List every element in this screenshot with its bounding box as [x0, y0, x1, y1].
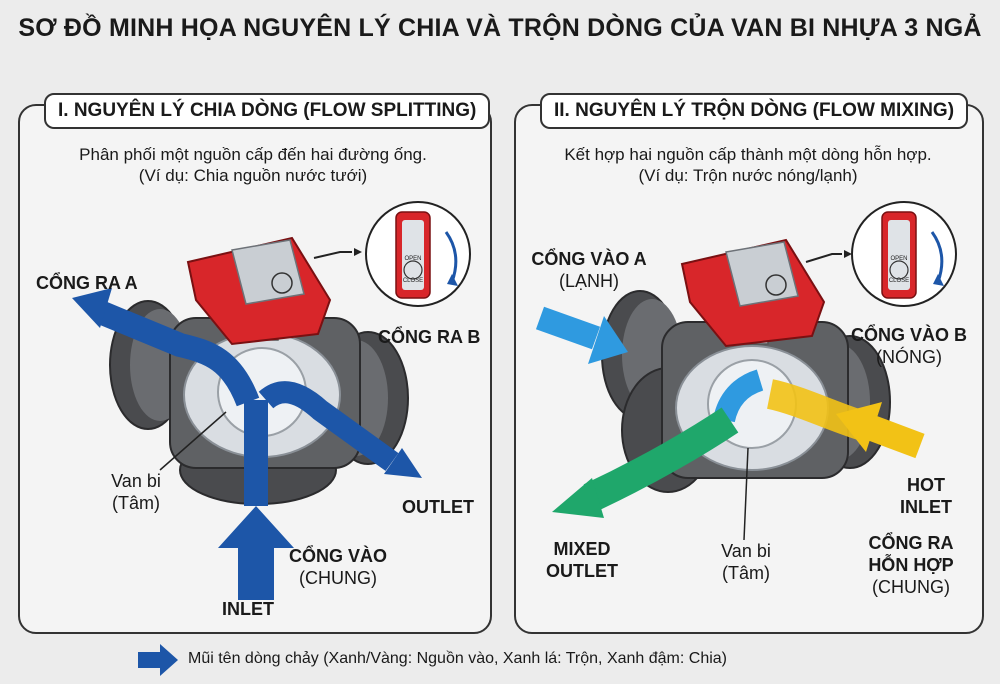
- splitting-heading: I. NGUYÊN LÝ CHIA DÒNG (FLOW SPLITTING): [44, 93, 490, 129]
- mixing-hot-inlet-label: HOT INLET: [890, 474, 962, 518]
- mixing-ball-line2: (Tâm): [704, 562, 788, 584]
- splitting-desc-line2: (Ví dụ: Chia nguồn nước tưới): [30, 165, 476, 186]
- splitting-callout-line: [314, 252, 352, 258]
- splitting-ball-line2: (Tâm): [96, 492, 176, 514]
- mixing-outlet-vi-line3: (CHUNG): [856, 576, 966, 598]
- splitting-outlet-b-label: CỔNG RA B: [378, 326, 480, 348]
- splitting-handle-callout: [366, 202, 470, 306]
- mixing-close-text: CLOSE: [889, 278, 909, 284]
- splitting-outlet-a-label: CỔNG RA A: [36, 272, 138, 294]
- splitting-ball-line1: Van bi: [96, 470, 176, 492]
- mixing-inlet-a-label: CỔNG VÀO A (LẠNH): [524, 248, 654, 292]
- mixing-inlet-b-line1: CỔNG VÀO B: [846, 324, 972, 346]
- mixing-ball-line1: Van bi: [704, 540, 788, 562]
- splitting-description: Phân phối một nguồn cấp đến hai đường ốn…: [30, 144, 476, 186]
- mixing-desc-line2: (Ví dụ: Trộn nước nóng/lạnh): [520, 165, 976, 186]
- mixing-heading: II. NGUYÊN LÝ TRỘN DÒNG (FLOW MIXING): [540, 93, 968, 129]
- mixing-ball-label: Van bi (Tâm): [704, 540, 788, 584]
- mixing-mixed-outlet-line2: OUTLET: [540, 560, 624, 582]
- legend-text: Mũi tên dòng chảy (Xanh/Vàng: Nguồn vào,…: [188, 650, 727, 668]
- mixing-mixed-outlet-label: MIXED OUTLET: [540, 538, 624, 582]
- splitting-inlet-en-label: INLET: [222, 598, 274, 620]
- splitting-inlet-vi-line2: (CHUNG): [286, 567, 390, 589]
- mixing-hot-inlet-line2: INLET: [890, 496, 962, 518]
- mixing-inlet-b-line2: (NÓNG): [846, 346, 972, 368]
- mixing-inlet-a-line2: (LẠNH): [524, 270, 654, 292]
- mixing-outlet-vi-line2: HỖN HỢP: [856, 554, 966, 576]
- splitting-ball-label: Van bi (Tâm): [96, 470, 176, 514]
- splitting-open-text: OPEN: [404, 256, 421, 262]
- mixing-inlet-a-line1: CỔNG VÀO A: [524, 248, 654, 270]
- mixing-desc-line1: Kết hợp hai nguồn cấp thành một dòng hỗn…: [520, 144, 976, 165]
- splitting-outlet-en-label: OUTLET: [402, 496, 474, 518]
- mixing-outlet-vi-line1: CỔNG RA: [856, 532, 966, 554]
- splitting-inlet-vi-label: CỔNG VÀO (CHUNG): [286, 545, 390, 589]
- mixing-callout-line: [806, 254, 842, 262]
- legend-arrow-icon: [138, 644, 178, 676]
- splitting-inlet-vi-line1: CỔNG VÀO: [286, 545, 390, 567]
- mixing-inlet-b-label: CỔNG VÀO B (NÓNG): [846, 324, 972, 368]
- splitting-close-text: CLOSE: [403, 278, 423, 284]
- mixing-description: Kết hợp hai nguồn cấp thành một dòng hỗn…: [520, 144, 976, 186]
- mixing-hot-inlet-line1: HOT: [890, 474, 962, 496]
- splitting-desc-line1: Phân phối một nguồn cấp đến hai đường ốn…: [30, 144, 476, 165]
- mixing-mixed-outlet-line1: MIXED: [540, 538, 624, 560]
- mixing-handle-callout: [852, 202, 956, 306]
- mixing-open-text: OPEN: [890, 256, 907, 262]
- mixing-outlet-vi-label: CỔNG RA HỖN HỢP (CHUNG): [856, 532, 966, 598]
